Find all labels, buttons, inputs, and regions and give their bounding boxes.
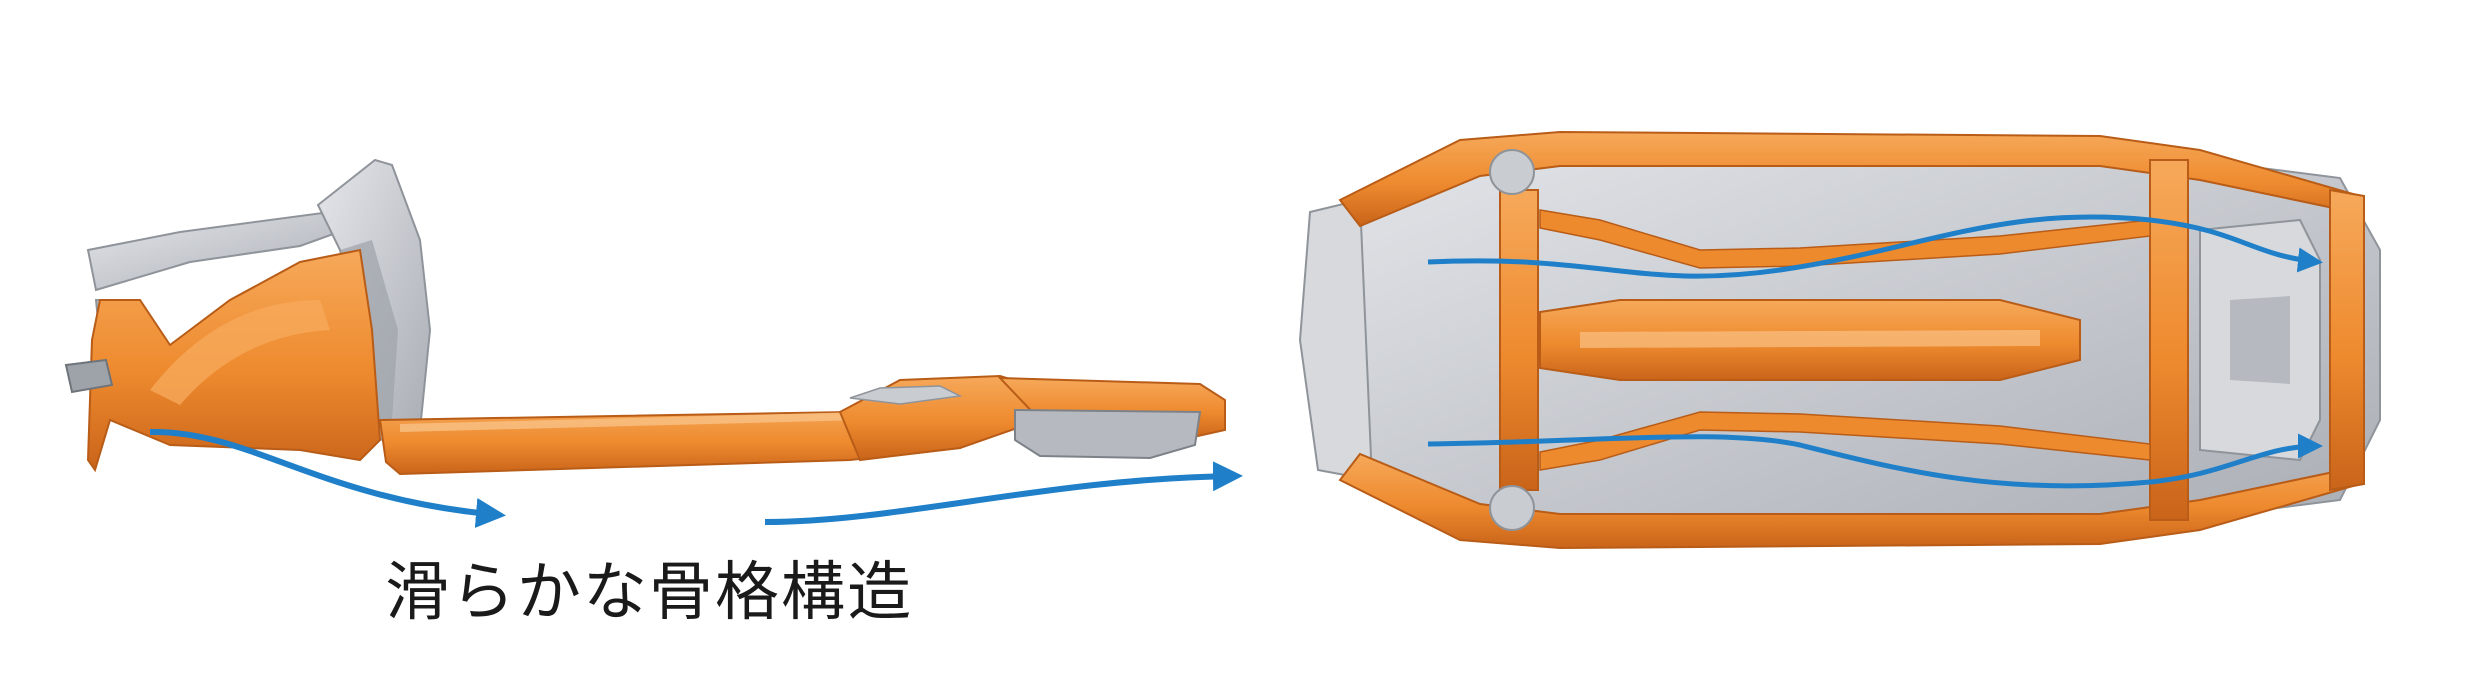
top-view-frame: [1298, 130, 2381, 550]
rear-tire-well-inner: [2230, 296, 2290, 384]
side-view-frame: [64, 158, 1243, 528]
inner-rail-left: [1539, 209, 2151, 269]
front-strut-tower-left: [1489, 149, 1535, 195]
flow-arrow-top-lower: [1427, 433, 2323, 489]
front-strut-tower-right: [1489, 485, 1535, 531]
front-wheelhouse: [150, 300, 330, 405]
side-sill-highlight: [400, 410, 940, 432]
flow-arrow-side-front: [149, 428, 506, 528]
rear-bumper-gray: [849, 385, 963, 405]
front-bumper-area: [1298, 198, 1374, 482]
flow-arrow-top-upper: [1427, 214, 2323, 279]
front-radiator-support: [86, 210, 353, 292]
front-crossbar: [64, 358, 114, 394]
front-cross-member: [1499, 189, 1539, 491]
diagram-caption: 滑らかな骨格構造: [385, 556, 913, 630]
rear-cross-member: [2149, 159, 2189, 521]
center-tunnel-highlight: [1580, 330, 2040, 348]
flow-arrow-side-rear: [764, 461, 1243, 525]
rear-end-panel: [2329, 188, 2365, 492]
front-side-member: [86, 248, 382, 473]
spare-tire-tub: [1014, 408, 1202, 460]
